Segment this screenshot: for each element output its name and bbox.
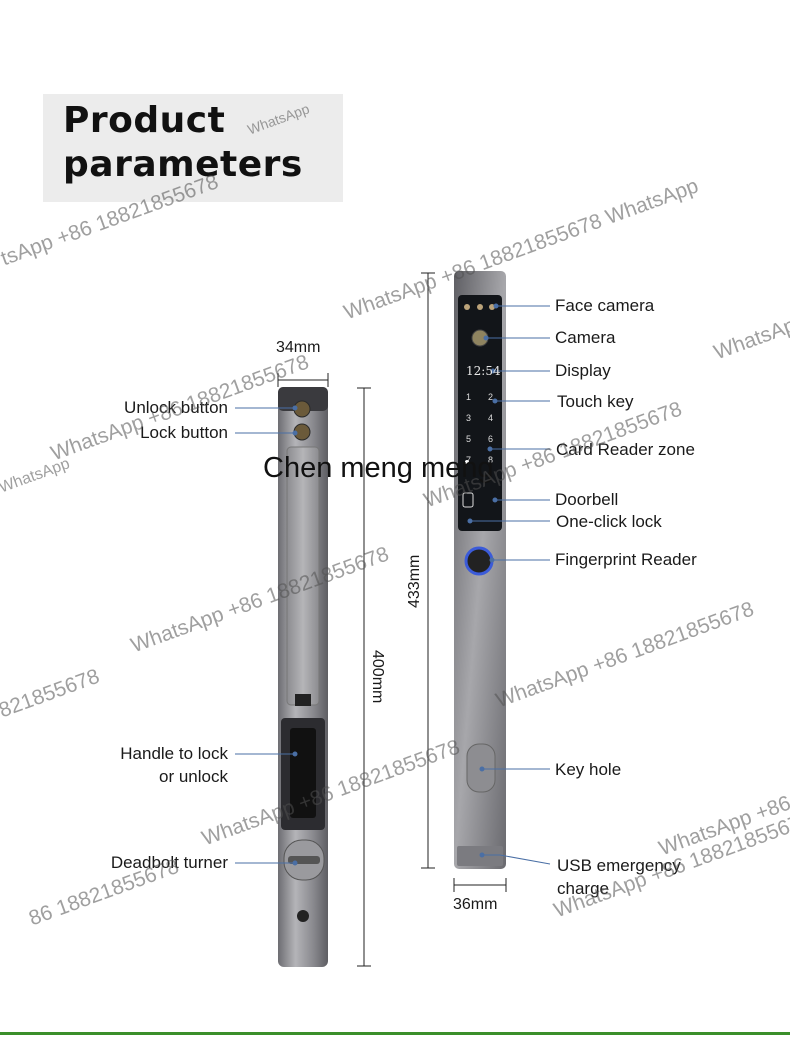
label-one-click-lock: One-click lock	[556, 512, 662, 531]
label-handle-line-2: or unlock	[159, 767, 228, 786]
fingerprint-reader-shape	[464, 546, 494, 576]
inner-handle-window	[290, 728, 316, 818]
keypad-key-4: 4	[488, 413, 494, 423]
title-line-2: parameters	[63, 144, 303, 185]
display-time: 12:54	[466, 364, 501, 378]
inner-lock-top-cap	[278, 387, 328, 411]
doorbell-glyph	[462, 492, 474, 508]
label-camera: Camera	[555, 328, 616, 347]
label-usb-line-1: USB emergency	[557, 856, 681, 875]
label-display: Display	[555, 361, 611, 380]
keypad-key-5: 5	[466, 434, 472, 444]
label-handle-line-1: Handle to lock	[120, 744, 228, 763]
keypad-key-2: 2	[488, 392, 494, 402]
outer-glass-panel	[458, 295, 502, 531]
title-panel: Product parameters	[43, 94, 343, 202]
label-fingerprint: Fingerprint Reader	[555, 550, 697, 569]
label-doorbell: Doorbell	[555, 490, 619, 509]
label-deadbolt: Deadbolt turner	[110, 853, 228, 872]
inner-handle-latch	[295, 694, 311, 706]
keypad-key-6: 6	[488, 434, 494, 444]
label-touch-key: Touch key	[557, 392, 634, 411]
title-line-1: Product	[63, 100, 226, 141]
keypad-key-3: 3	[466, 413, 472, 423]
face-camera-lens-1	[464, 304, 470, 310]
keypad-key-7: 7	[466, 455, 472, 465]
face-camera-lens-2	[477, 304, 483, 310]
keypad-key-8: 8	[488, 455, 494, 465]
dim-right-width: 36mm	[453, 896, 498, 913]
overlay-name-text: Chen meng meng	[263, 452, 494, 484]
label-usb-line-2: charge	[557, 879, 609, 898]
bottom-accent-rule	[0, 1032, 790, 1035]
dim-left-width: 34mm	[276, 339, 321, 356]
label-unlock-button: Unlock button	[124, 398, 228, 417]
label-key-hole: Key hole	[555, 760, 622, 779]
keypad-key-1: 1	[466, 392, 472, 402]
face-camera-lens-3	[489, 304, 495, 310]
inner-screw-hole	[297, 910, 309, 922]
label-face-camera: Face camera	[555, 296, 655, 315]
dim-left-height: 400mm	[369, 650, 386, 704]
dim-right-height: 433mm	[406, 554, 423, 608]
label-lock-button: Lock button	[140, 423, 228, 442]
label-card-reader: Card Reader zone	[556, 440, 695, 459]
